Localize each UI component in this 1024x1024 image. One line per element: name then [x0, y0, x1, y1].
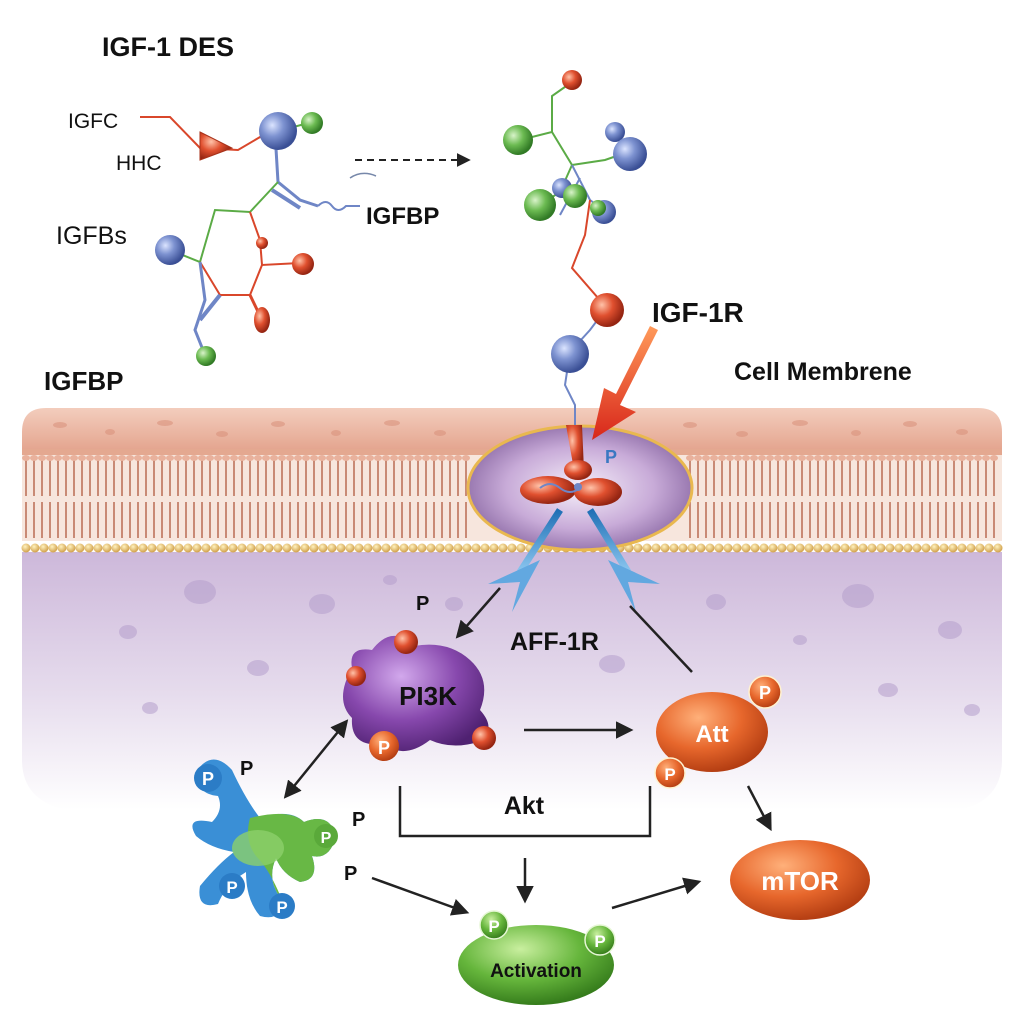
red-binding-arrow [592, 326, 658, 440]
activation-p-badge-left: P [488, 917, 499, 936]
att-protein [654, 675, 782, 789]
substrate-p-badge-2: P [321, 830, 332, 847]
igfbp-top-label: IGFBP [366, 203, 439, 230]
membrane-texture [53, 420, 968, 437]
mtor-label: mTOR [761, 866, 839, 896]
mtor-protein [730, 840, 870, 920]
att-p-badge-top: P [759, 683, 771, 703]
igfbp-left-label: IGFBP [44, 366, 123, 396]
activation-p-badge-right: P [594, 932, 605, 951]
att-p-badge-bottom: P [664, 765, 675, 784]
akt-label: Akt [504, 792, 545, 820]
substrate-p-badge-1: P [202, 769, 214, 789]
tiny-curl [349, 172, 377, 179]
igf1-ligand-chain [503, 70, 647, 425]
igfc-label: IGFC [68, 110, 118, 133]
substrate-p-outer-2: P [352, 809, 365, 831]
substrate-p-outer-1: P [240, 758, 253, 780]
pi3k-phospho-label: P [416, 593, 429, 615]
substrate-protein [192, 759, 338, 919]
membrane-outer-layer [22, 408, 1002, 450]
pathway-arrows [283, 587, 772, 916]
igfbs-label: IGFBs [56, 222, 127, 250]
substrate-p-outer-3: P [344, 863, 357, 885]
receptor-phospho-label: P [605, 447, 617, 467]
igf1-receptor [520, 425, 622, 506]
lipid-tails [25, 460, 995, 538]
lipid-heads-bottom [21, 543, 1003, 553]
pi3k-protein [343, 630, 496, 761]
igf1-des-molecule [140, 112, 360, 366]
cytoplasm-vesicles [119, 575, 980, 716]
title-label: IGF-1 DES [102, 32, 234, 62]
substrate-p-badge-4: P [276, 898, 287, 917]
blue-transduction-arrows [488, 508, 660, 612]
pi3k-p-badge: P [378, 738, 390, 758]
cell-membrane-label: Cell Membrene [734, 358, 912, 386]
igf1r-label: IGF-1R [652, 297, 744, 328]
aff1r-label: AFF-1R [510, 628, 599, 656]
att-label: Att [695, 721, 728, 748]
pi3k-label: PI3K [399, 681, 457, 711]
lipid-heads-top [22, 455, 998, 461]
hhc-label: HHC [116, 152, 162, 175]
activation-label: Activation [490, 961, 582, 982]
substrate-p-badge-3: P [226, 878, 237, 897]
activation-complex [458, 910, 616, 1005]
